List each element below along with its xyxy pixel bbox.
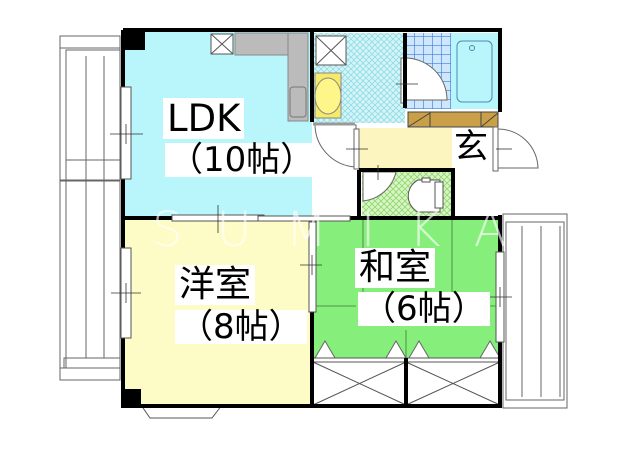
entrance-hall [357,128,453,170]
vent-icon [210,33,234,55]
western-room-label: 洋室 [175,265,256,305]
right-balcony [502,213,568,409]
washing-machine-icon [315,35,347,66]
washbasin-icon [314,72,342,119]
japanese-room-floor [313,220,500,358]
japanese-room-label: 和室 [355,248,436,288]
ldk-label: LDK [163,98,245,139]
western-room-size-label: （8帖） [175,310,307,344]
left-balcony [59,35,121,381]
sink-icon [289,86,307,118]
watermark: SUMIKA [152,202,541,258]
closet [312,357,501,406]
ldk-size-label: （10帖） [165,143,319,177]
japanese-room-size-label: （6帖） [358,292,490,326]
entrance-label: 玄 [452,127,490,167]
bathtub-icon [456,40,493,103]
toilet-icon [407,177,444,213]
bathtub-area [451,33,500,109]
